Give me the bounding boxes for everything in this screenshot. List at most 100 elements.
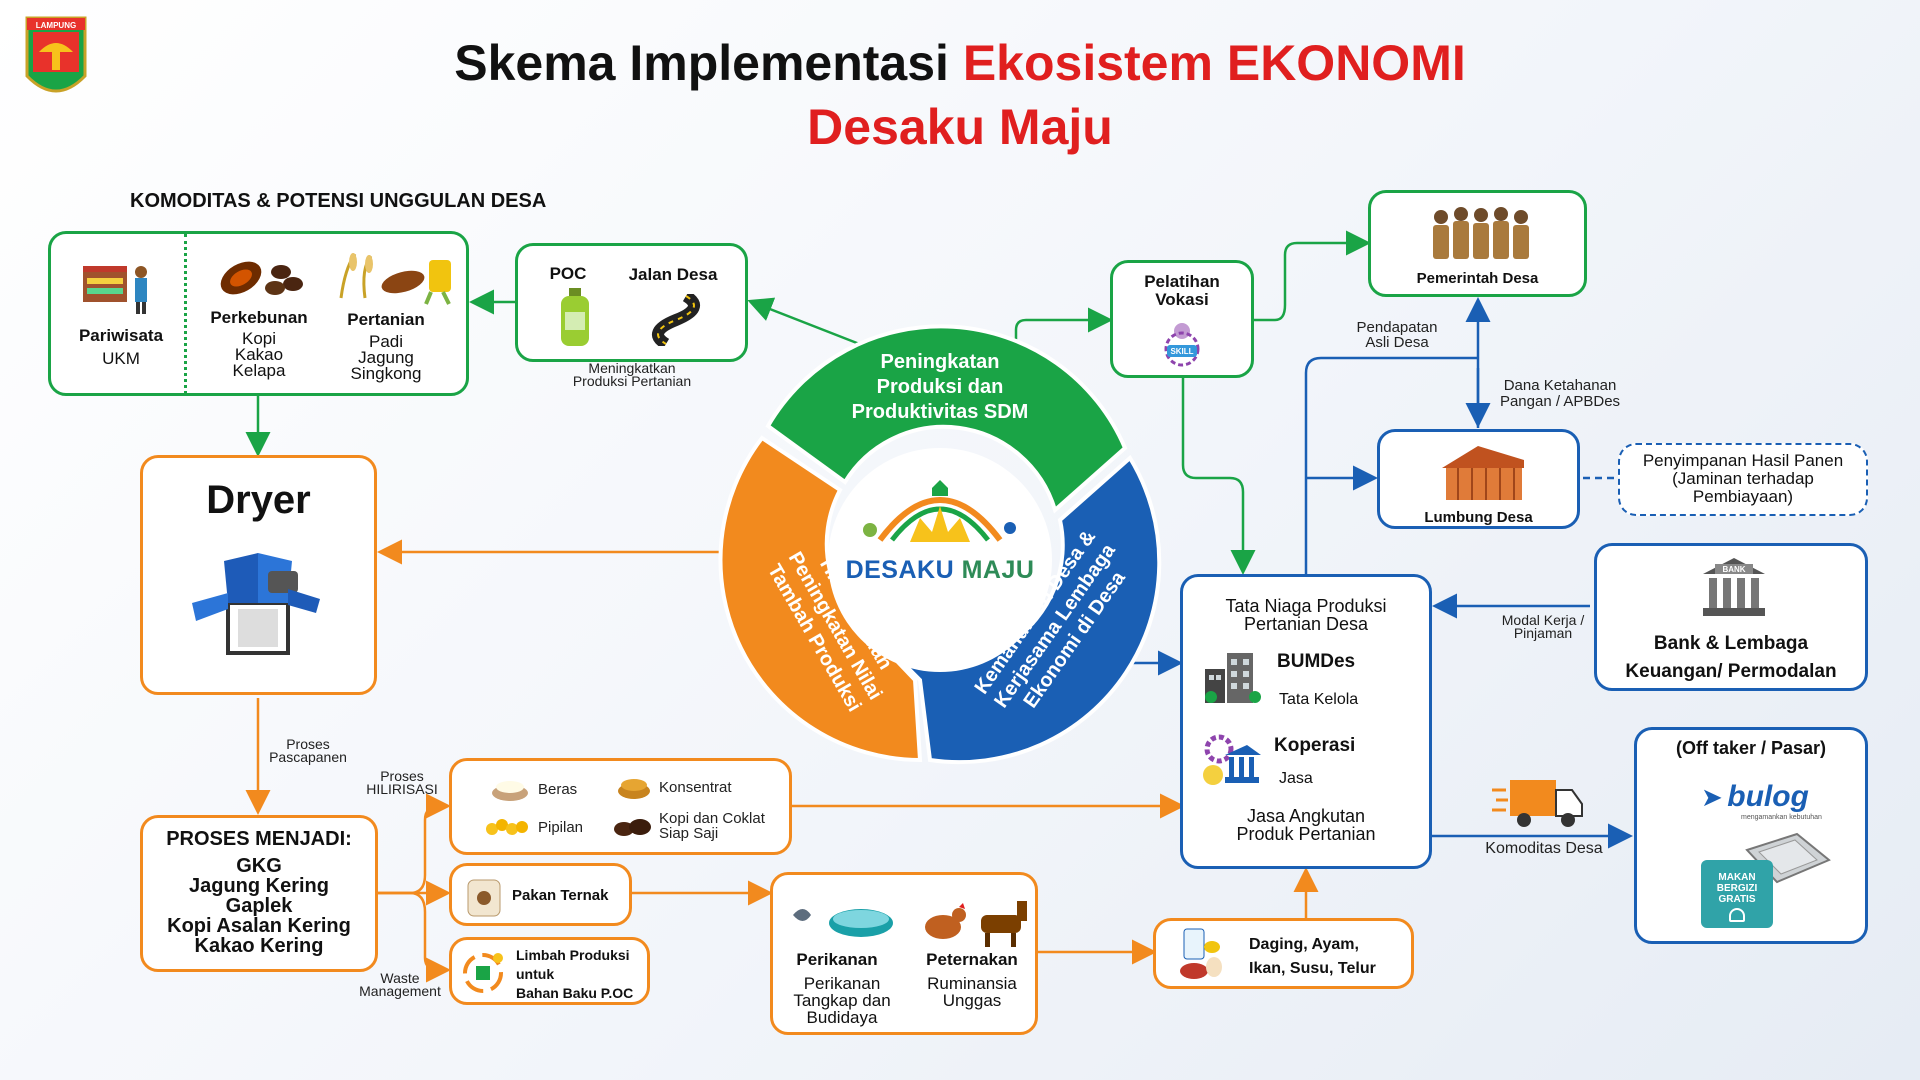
offtaker-box: (Off taker / Pasar) ➤ bulog mengamankan …	[1634, 727, 1868, 944]
skill-icon: SKILL	[1159, 317, 1205, 372]
people-icon	[1729, 908, 1745, 922]
pemerintah-box: Pemerintah Desa	[1368, 190, 1587, 297]
bank-box: BANK Bank & Lembaga Keuangan/ Permodalan	[1594, 543, 1868, 691]
offtaker-title: (Off taker / Pasar)	[1675, 738, 1827, 758]
label-pascapanen-2: Pascapanen	[269, 749, 347, 765]
page-title-line2: Desaku Maju	[807, 99, 1113, 155]
proses-l1: GKG	[236, 855, 282, 877]
road-icon	[646, 290, 706, 351]
mbg-l2: BERGIZI	[1716, 883, 1758, 894]
logo-word-maju: MAJU	[961, 556, 1035, 584]
green-arc-line1: Peningkatan	[880, 351, 1000, 373]
label-dana-1: Dana Ketahanan	[1503, 377, 1617, 394]
divider	[184, 234, 187, 394]
pertanian-line2: Jagung	[358, 348, 414, 367]
label-hilirisasi-1: Proses	[380, 768, 424, 784]
crops-icon	[331, 248, 461, 313]
perkebunan-line3: Kelapa	[232, 361, 286, 380]
pariwisata-items: UKM	[102, 349, 140, 368]
page-title: Skema Implementasi Ekosistem EKONOMI	[260, 34, 1660, 92]
label-pendapatan-2: Asli Desa	[1365, 334, 1429, 351]
label-waste-1: Waste	[380, 970, 420, 986]
peternakan-2: Unggas	[942, 991, 1002, 1010]
products-box: Beras Konsentrat Pipilan Kopi dan Coklat…	[449, 758, 792, 855]
tata-niaga-l1: Tata Niaga Produksi	[1225, 596, 1387, 616]
peternakan-title: Peternakan	[926, 950, 1018, 969]
mbg-l3: GRATIS	[1718, 894, 1756, 905]
proses-box: PROSES MENJADI: GKG Jagung Kering Gaplek…	[140, 815, 378, 972]
product-kopi-2: Siap Saji	[659, 825, 719, 842]
truck-icon	[1492, 774, 1584, 835]
pertanian-line1: Padi	[368, 332, 404, 351]
label-hilirisasi-2: HILIRISASI	[366, 781, 438, 797]
proses-l3: Gaplek	[225, 895, 293, 917]
feed-sack-icon	[464, 874, 504, 923]
green-arc-line3: Produktivitas SDM	[851, 401, 1029, 423]
bulog-tagline: mengamankan kebutuhan	[1741, 814, 1822, 821]
poc-title: POC	[549, 264, 587, 283]
komoditas-box: Pariwisata UKM Perkebunan Kopi Kakao Kel…	[48, 231, 469, 396]
market-stall-icon	[79, 256, 159, 321]
logo-text: LAMPUNG	[36, 21, 76, 30]
konsentrat-icon	[614, 773, 654, 804]
pelatihan-l1: Pelatihan	[1144, 272, 1220, 291]
komoditas-heading: KOMODITAS & POTENSI UNGGULAN DESA	[130, 190, 547, 212]
label-pascapanen-1: Proses	[286, 736, 330, 752]
rice-bowl-icon	[490, 775, 530, 806]
jasa-l2: Produk Pertanian	[1236, 824, 1376, 844]
officials-icon	[1431, 205, 1531, 272]
daging-l1: Daging, Ayam,	[1249, 936, 1359, 953]
tata-niaga-box: Tata Niaga Produksi Pertanian Desa BUMDe…	[1180, 574, 1432, 869]
bank-l1: Bank & Lembaga	[1653, 633, 1809, 654]
tata-niaga-l2: Pertanian Desa	[1243, 614, 1369, 634]
proses-l4: Kopi Asalan Kering	[167, 915, 351, 937]
peternakan-box: Perikanan Perikanan Tangkap dan Budidaya…	[770, 872, 1038, 1035]
mbg-badge: MAKAN BERGIZI GRATIS	[1701, 860, 1773, 928]
limbah-l2: untuk	[516, 966, 555, 982]
penyimpanan-l3: Pembiayaan)	[1692, 487, 1794, 506]
label-waste-2: Management	[359, 983, 441, 999]
pakan-box: Pakan Ternak	[449, 863, 632, 926]
pelatihan-l2: Vokasi	[1155, 290, 1209, 309]
daging-l2: Ikan, Susu, Telur	[1249, 960, 1376, 977]
poc-box: POC Jalan Desa	[515, 243, 748, 362]
perkebunan-line2: Kakao	[234, 345, 284, 364]
penyimpanan-l2: (Jaminan terhadap	[1672, 469, 1814, 488]
cocoa-coffee-icon	[211, 248, 311, 313]
peternakan-1: Ruminansia	[927, 974, 1017, 993]
penyimpanan-box: Penyimpanan Hasil Panen (Jaminan terhada…	[1618, 443, 1868, 516]
label-komoditas-desa: Komoditas Desa	[1485, 840, 1603, 857]
perkebunan-title: Perkebunan	[210, 308, 308, 327]
pelatihan-box: Pelatihan Vokasi SKILL	[1110, 260, 1254, 378]
lumbung-box: Lumbung Desa	[1377, 429, 1580, 529]
title-part2: Ekosistem EKONOMI	[962, 35, 1466, 91]
label-modal-1: Modal Kerja /	[1501, 612, 1585, 628]
label-dana-2: Pangan / APBDes	[1499, 393, 1621, 410]
daging-box: Daging, Ayam, Ikan, Susu, Telur	[1153, 918, 1414, 989]
perkebunan-line1: Kopi	[241, 329, 277, 348]
logo-word-desaku: DESAKU	[845, 556, 955, 584]
dryer-machine-icon	[188, 543, 328, 668]
perikanan-title: Perikanan	[796, 950, 878, 969]
bank-sign: BANK	[1722, 565, 1745, 574]
limbah-l3: Bahan Baku P.OC	[516, 985, 634, 1001]
koperasi-icon	[1201, 733, 1263, 794]
bottle-icon	[555, 286, 595, 355]
livestock-icon	[913, 891, 1033, 956]
coffee-chocolate-icon	[610, 813, 656, 844]
bulog-mark-icon: ➤	[1701, 782, 1723, 812]
label-pendapatan-1: Pendapatan	[1356, 319, 1438, 336]
bank-l2: Keuangan/ Permodalan	[1625, 661, 1837, 682]
perikanan-3: Budidaya	[806, 1008, 878, 1027]
lumbung-label: Lumbung Desa	[1424, 509, 1533, 526]
pariwisata-title: Pariwisata	[78, 326, 164, 345]
dryer-title: Dryer	[206, 478, 311, 522]
bumdes-title: BUMDes	[1277, 651, 1356, 672]
skill-badge: SKILL	[1170, 347, 1193, 356]
proses-l2: Jagung Kering	[188, 875, 329, 897]
product-beras: Beras	[538, 781, 578, 798]
bulog-logo: ➤ bulog mengamankan kebutuhan	[1701, 780, 1822, 821]
bumdes-building-icon	[1201, 649, 1261, 710]
pertanian-title: Pertanian	[347, 310, 425, 329]
product-konsentrat: Konsentrat	[659, 779, 732, 796]
